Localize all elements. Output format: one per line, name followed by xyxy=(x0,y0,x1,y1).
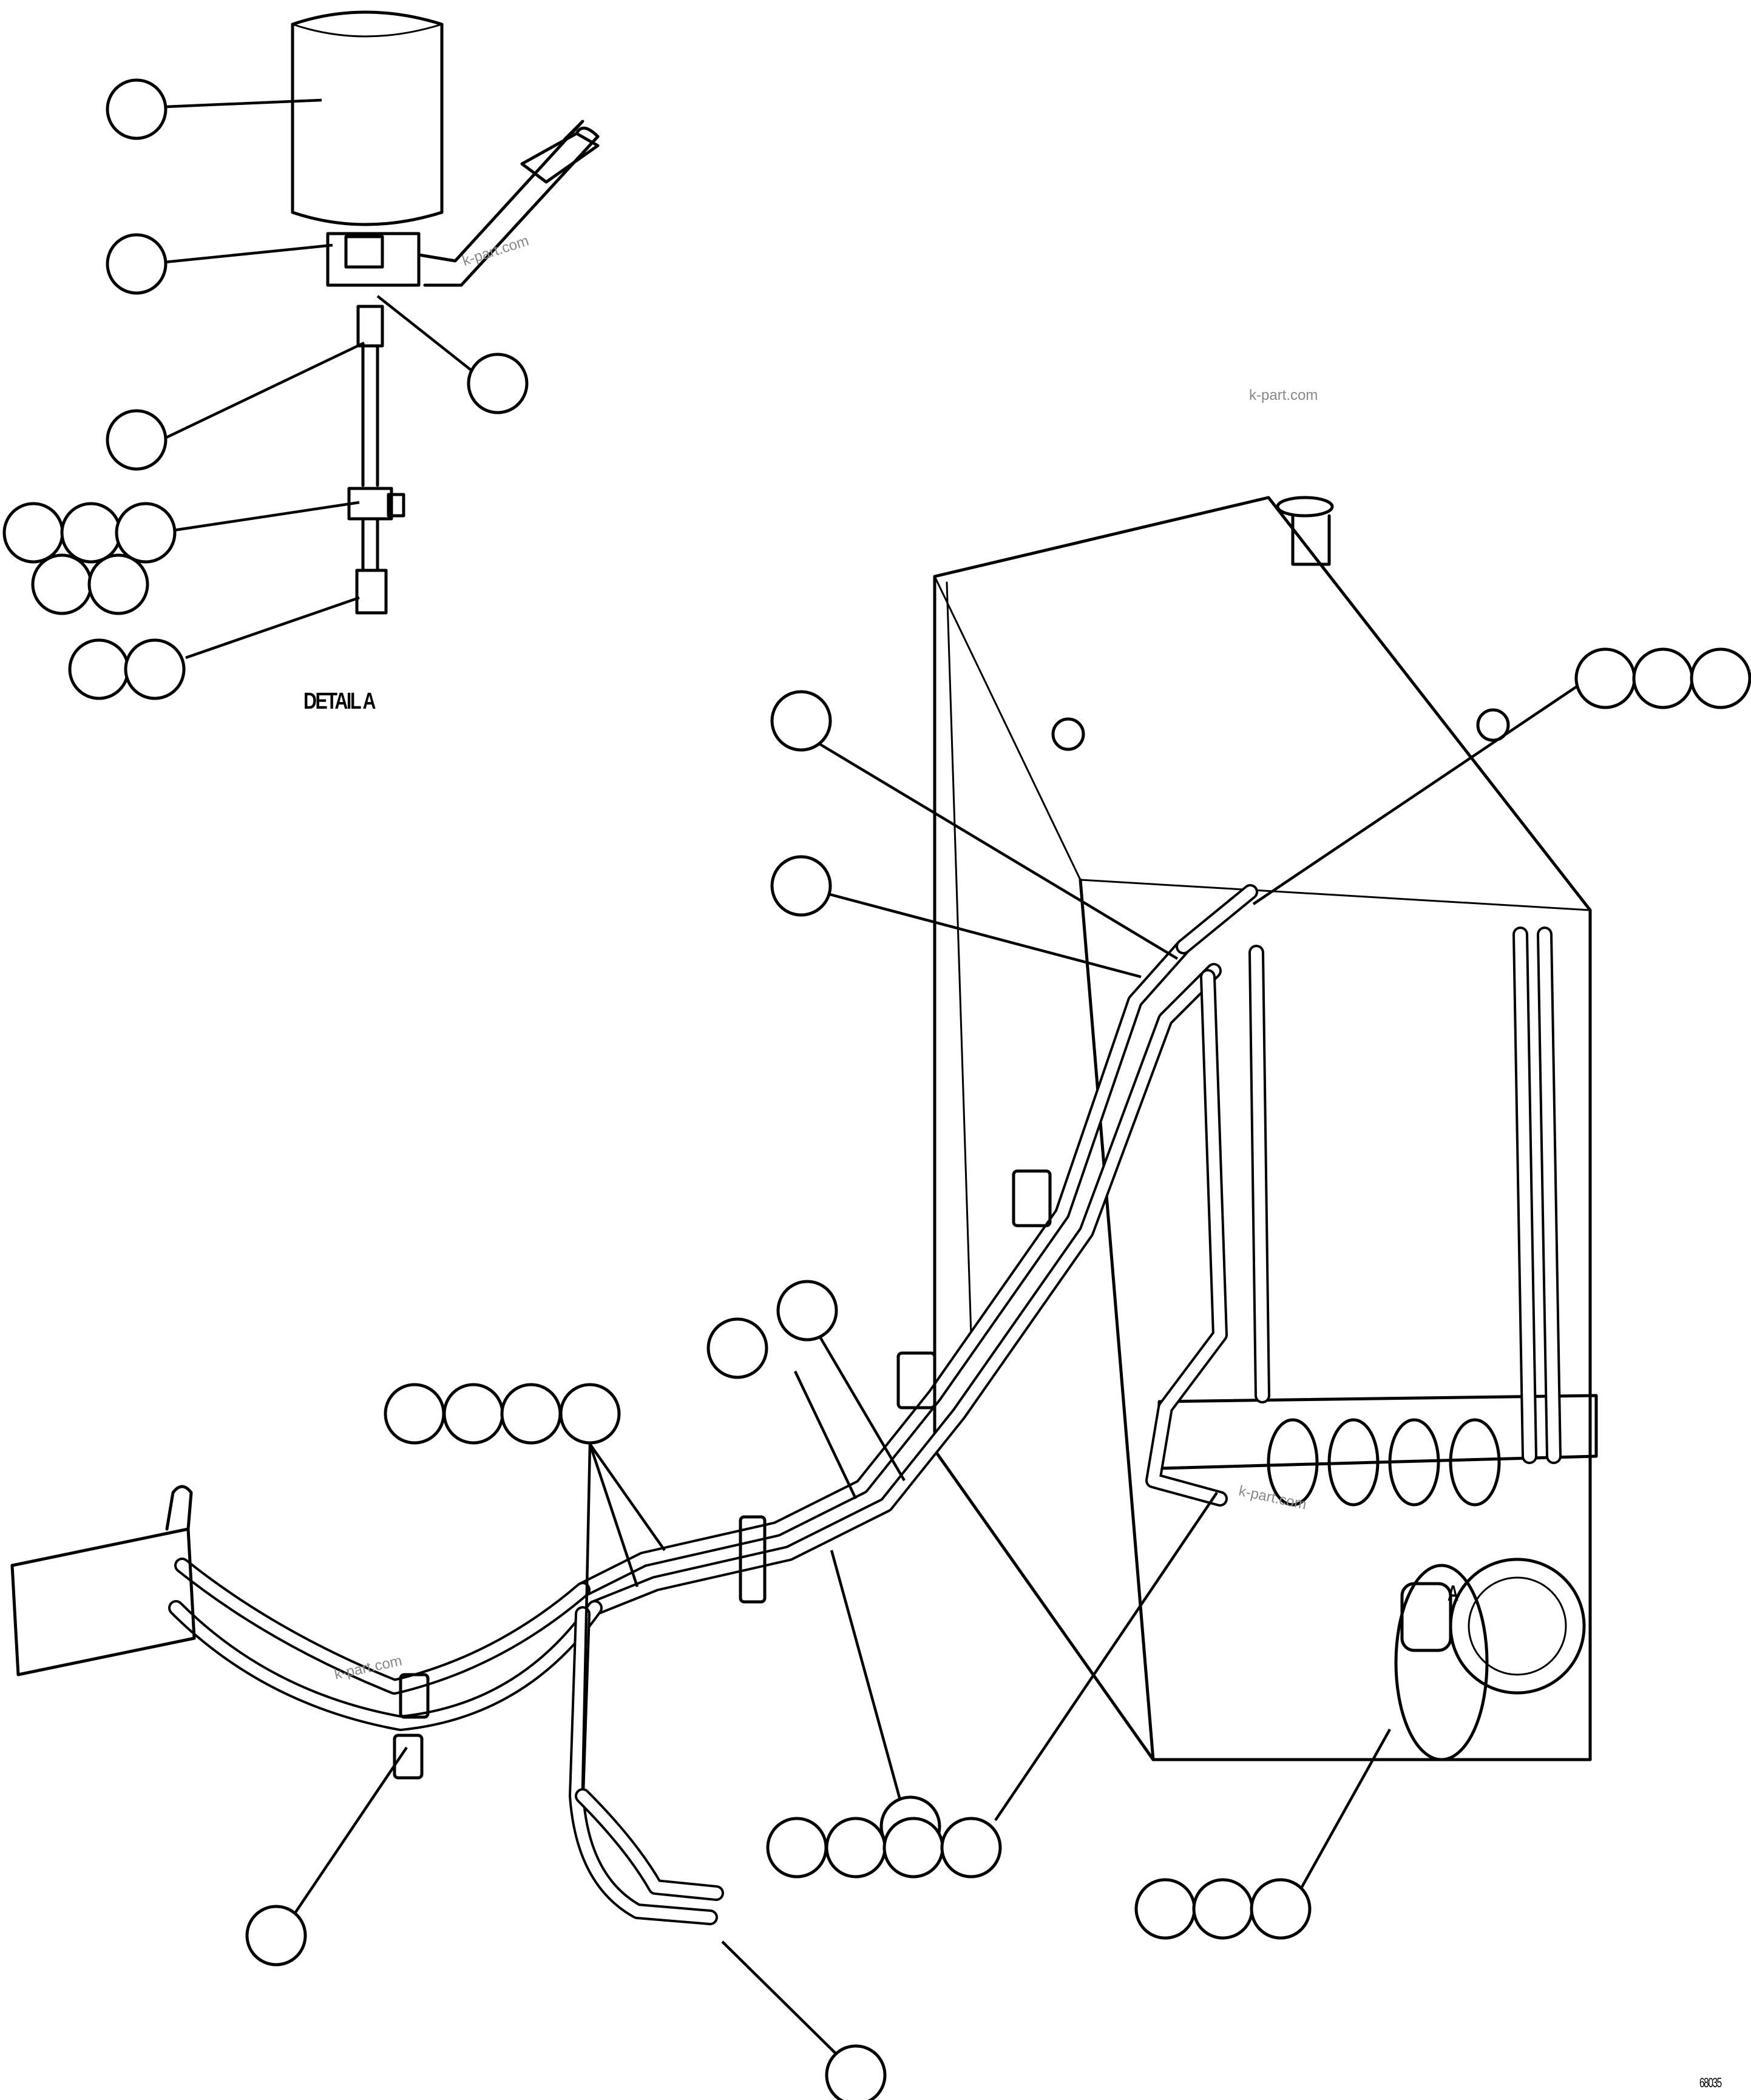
callout-hose-lower xyxy=(770,855,832,917)
callout-tank-fitting-1 xyxy=(1574,647,1636,709)
valve-spools xyxy=(1267,1418,1501,1507)
callout-clip-1 xyxy=(384,1383,445,1445)
callout-clip-2 xyxy=(442,1383,504,1445)
callout-clip-3 xyxy=(500,1383,562,1445)
callout-valve-1 xyxy=(1134,1878,1196,1940)
callout-hardware-4 xyxy=(940,1817,1002,1879)
callout-valve-3 xyxy=(1250,1878,1312,1940)
callout-hardware-1 xyxy=(766,1817,828,1879)
callout-end-fitting xyxy=(825,2044,887,2100)
callout-clamp-set-5 xyxy=(87,553,149,615)
callout-clamp-left xyxy=(245,1905,307,1967)
callout-hardware-2 xyxy=(825,1817,887,1879)
callout-coupling-b xyxy=(706,1317,768,1379)
callout-clamp-set-3 xyxy=(115,502,177,564)
figure-number: 68035 xyxy=(1699,2075,1722,2090)
callout-clamp-set-2 xyxy=(60,502,122,564)
callout-hose-upper xyxy=(770,690,832,752)
callout-clamp-set-1 xyxy=(2,502,64,564)
callout-bracket xyxy=(467,353,529,414)
callout-balloons xyxy=(2,78,1751,2100)
callout-clamp-set-4 xyxy=(31,553,93,615)
callout-tank xyxy=(106,78,168,140)
callout-hardware-3 xyxy=(882,1817,944,1879)
detail-a-caption: DETAIL A xyxy=(303,689,376,714)
detail-a-marker: A xyxy=(1448,1581,1459,1605)
detail-a-illustration xyxy=(291,10,600,615)
callout-clip-4 xyxy=(559,1383,621,1445)
leader-lines xyxy=(164,98,1579,2067)
watermark: k-part.com xyxy=(1249,387,1318,403)
callout-tube xyxy=(106,409,168,471)
callout-tank-fitting-3 xyxy=(1690,647,1751,709)
callout-adapter xyxy=(106,233,168,295)
callout-coupling-a xyxy=(776,1280,838,1342)
hose-routing xyxy=(10,884,1258,1925)
callout-fitting-set-2 xyxy=(124,638,186,700)
callout-valve-2 xyxy=(1192,1878,1254,1940)
callout-tank-fitting-2 xyxy=(1632,647,1694,709)
tank-assembly xyxy=(933,496,1598,1761)
callout-fitting-set-1 xyxy=(68,638,130,700)
